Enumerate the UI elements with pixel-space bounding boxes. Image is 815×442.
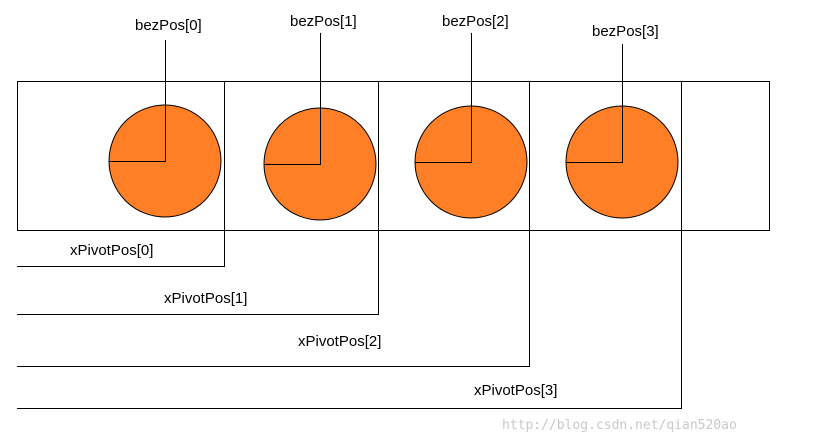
pivot-label-1: xPivotPos[1] [164,290,247,307]
bez-label-1: bezPos[1] [290,13,357,30]
pivot-label-0: xPivotPos[0] [70,242,153,259]
watermark-text: http://blog.csdn.net/qian520ao [502,418,737,433]
pivot-label-2: xPivotPos[2] [298,333,381,350]
bez-label-0: bezPos[0] [135,17,202,34]
bez-label-3: bezPos[3] [592,23,659,40]
outer-frame [17,81,770,231]
pivot-label-3: xPivotPos[3] [474,382,557,399]
bez-label-2: bezPos[2] [442,13,509,30]
